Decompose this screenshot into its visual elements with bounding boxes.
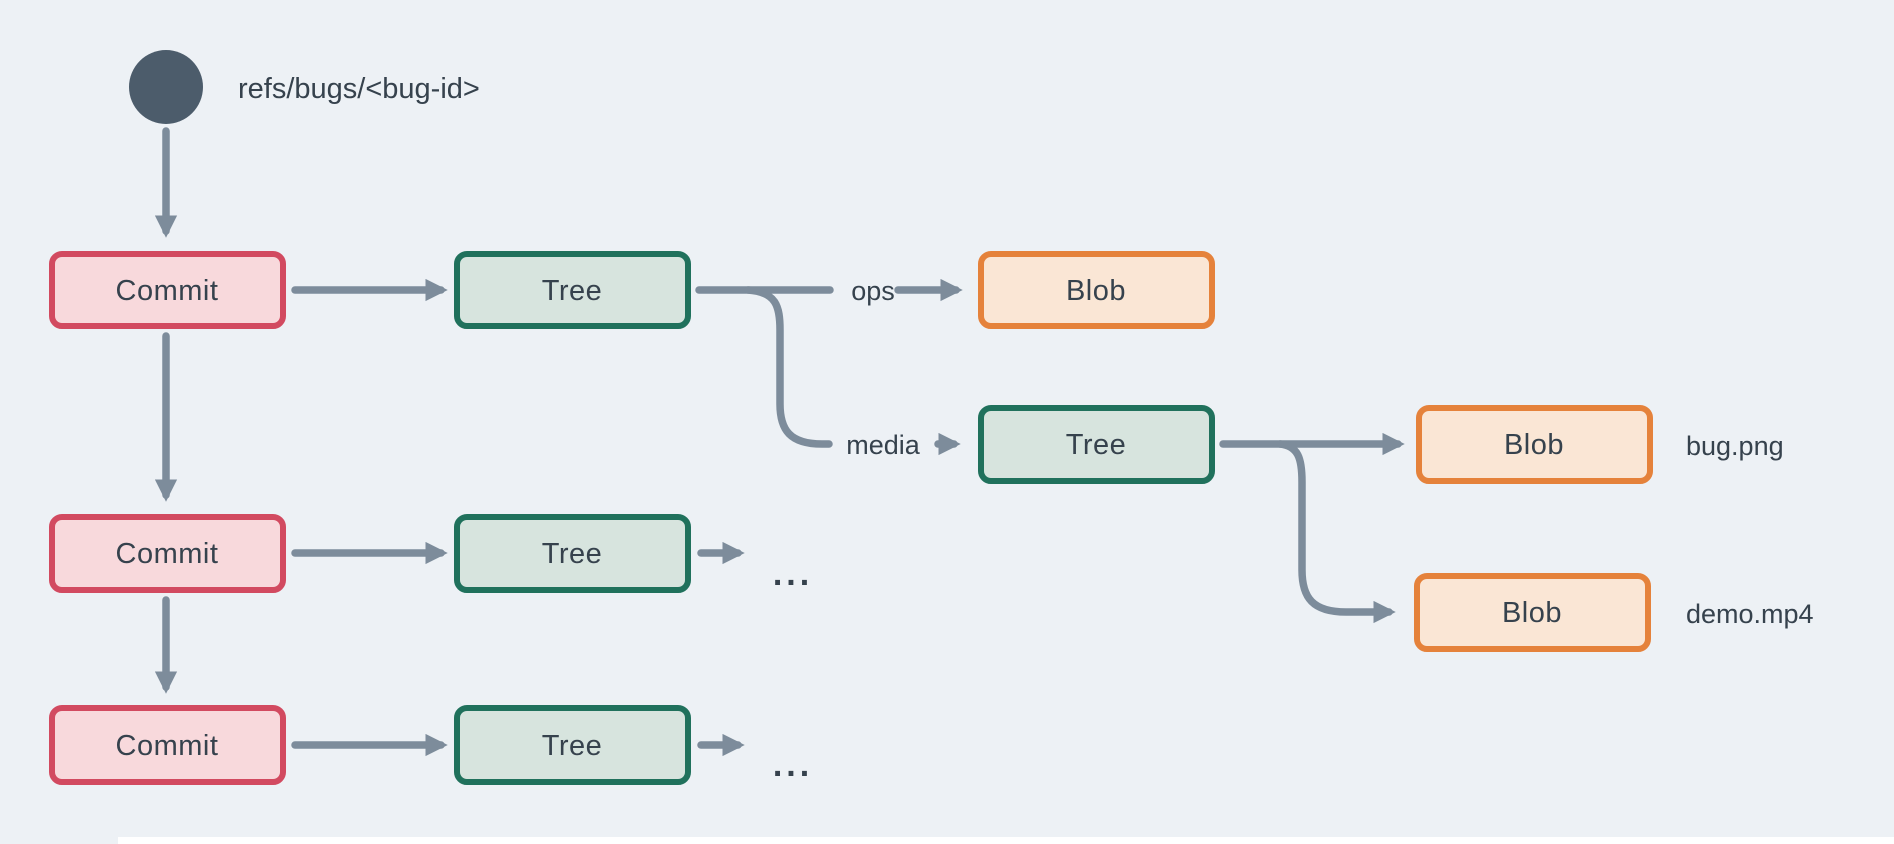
node-commit-3: Commit bbox=[49, 705, 286, 785]
node-commit-2: Commit bbox=[49, 514, 286, 593]
node-tree-1: Tree bbox=[454, 251, 691, 329]
commit-2-label: Commit bbox=[116, 538, 219, 570]
file-annotation-demo-mp4: demo.mp4 bbox=[1686, 599, 1814, 629]
ref-circle-icon bbox=[129, 50, 203, 124]
node-blob-bug: Blob bbox=[1416, 405, 1653, 484]
tree-2-box bbox=[454, 514, 691, 593]
tree-3-label: Tree bbox=[542, 730, 603, 762]
edge-treemedia-to-blob-demo bbox=[1276, 440, 1396, 624]
blob-bug-label: Blob bbox=[1504, 429, 1564, 461]
edge-tree1-to-media-label bbox=[744, 286, 833, 448]
commit-1-box bbox=[49, 251, 286, 329]
blob-ops-box bbox=[978, 251, 1215, 329]
tree-1-box bbox=[454, 251, 691, 329]
node-ref: refs/bugs/<bug-id> bbox=[129, 50, 480, 124]
file-annotation-bug-png: bug.png bbox=[1686, 431, 1784, 461]
node-blob-demo: Blob bbox=[1414, 573, 1651, 652]
tree-1-label: Tree bbox=[542, 275, 603, 307]
blob-demo-box bbox=[1414, 573, 1651, 652]
node-tree-media: Tree bbox=[978, 405, 1215, 484]
blob-bug-box bbox=[1416, 405, 1653, 484]
ref-label: refs/bugs/<bug-id> bbox=[238, 73, 480, 105]
tree-media-label: Tree bbox=[1066, 429, 1127, 461]
node-commit-1: Commit bbox=[49, 251, 286, 329]
commit-3-label: Commit bbox=[116, 730, 219, 762]
node-tree-2: Tree bbox=[454, 514, 691, 593]
blob-ops-label: Blob bbox=[1066, 275, 1126, 307]
ellipsis-row2: ... bbox=[773, 555, 813, 593]
page-bottom-edge bbox=[118, 837, 1894, 844]
node-blob-ops: Blob bbox=[978, 251, 1215, 329]
edge-label-media: media bbox=[846, 430, 921, 460]
node-tree-3: Tree bbox=[454, 705, 691, 785]
commit-1-label: Commit bbox=[116, 275, 219, 307]
commit-3-box bbox=[49, 705, 286, 785]
blob-demo-label: Blob bbox=[1502, 597, 1562, 629]
tree-3-box bbox=[454, 705, 691, 785]
edge-label-ops: ops bbox=[851, 276, 895, 306]
tree-2-label: Tree bbox=[542, 538, 603, 570]
tree-media-box bbox=[978, 405, 1215, 484]
commit-2-box bbox=[49, 514, 286, 593]
ellipsis-row3: ... bbox=[773, 746, 813, 784]
edges bbox=[154, 127, 1405, 757]
